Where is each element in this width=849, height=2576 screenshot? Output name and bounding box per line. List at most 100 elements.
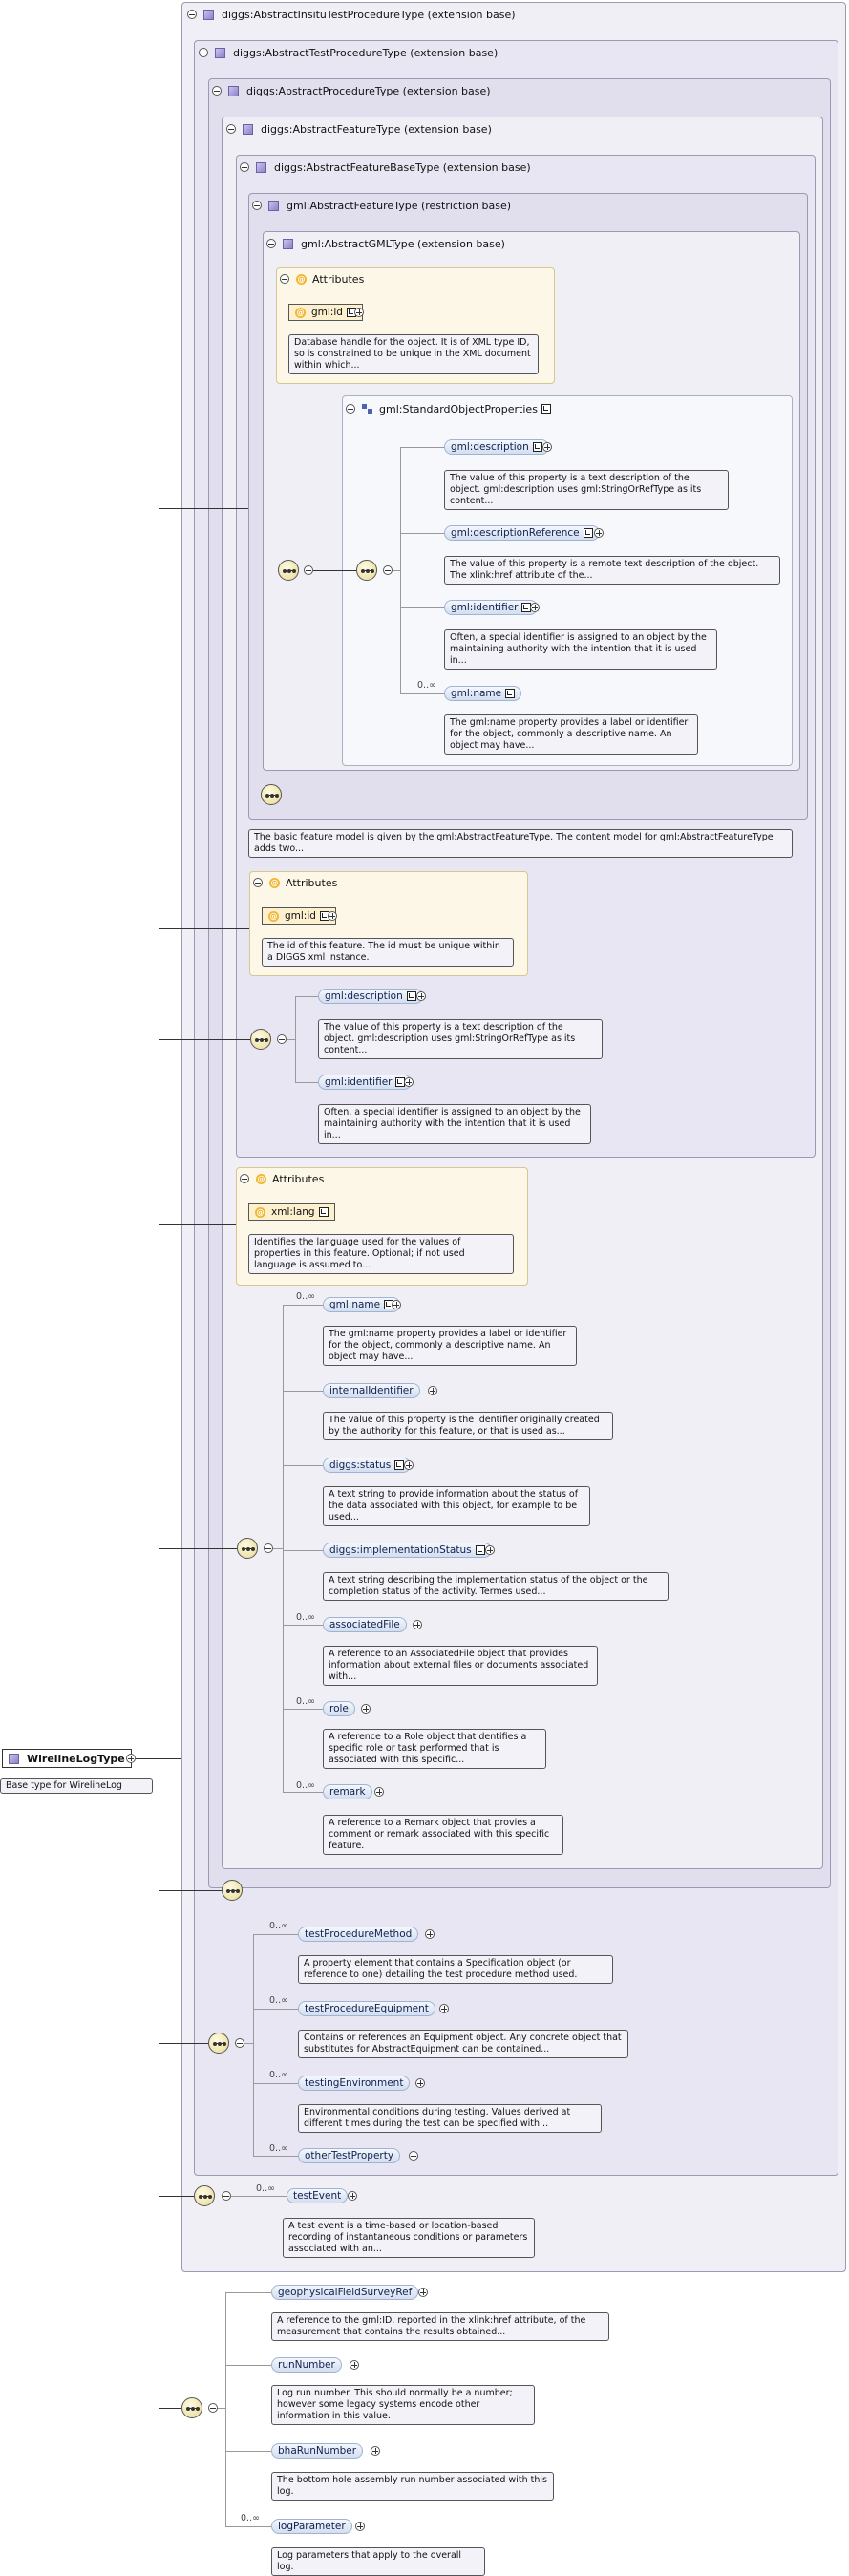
- cardinality-label: 0..∞: [256, 2183, 275, 2194]
- expand-icon[interactable]: [530, 603, 540, 612]
- internal-identifier-description: The value of this property is the identi…: [323, 1412, 613, 1440]
- collapse-icon[interactable]: [383, 565, 393, 575]
- expand-icon[interactable]: [328, 911, 337, 921]
- collapse-icon[interactable]: [346, 404, 355, 414]
- base-gml-identifier-description: Often, a special identifier is assigned …: [318, 1104, 591, 1144]
- collapse-icon[interactable]: [199, 48, 208, 57]
- expand-icon[interactable]: [126, 1754, 136, 1763]
- expand-icon[interactable]: [428, 1386, 437, 1395]
- reference-arrow-icon[interactable]: [505, 689, 516, 698]
- element-test-procedure-method[interactable]: testProcedureMethod: [298, 1927, 419, 1942]
- collapse-icon[interactable]: [253, 878, 263, 887]
- base-header-feature-base[interactable]: diggs:AbstractFeatureBaseType (extension…: [240, 160, 531, 175]
- element-run-number[interactable]: runNumber: [271, 2357, 342, 2373]
- collapse-icon[interactable]: [187, 10, 197, 19]
- reference-arrow-icon[interactable]: [541, 404, 551, 414]
- expand-icon[interactable]: [404, 1460, 414, 1470]
- reference-arrow-icon[interactable]: [583, 528, 593, 538]
- attributes-header-diggs[interactable]: @Attributes: [253, 875, 337, 890]
- collapse-icon[interactable]: [252, 201, 262, 210]
- element-gml-identifier[interactable]: gml:identifier: [444, 600, 539, 615]
- expand-icon[interactable]: [361, 1704, 371, 1714]
- cardinality-label: 0..∞: [417, 680, 436, 691]
- reference-arrow-icon[interactable]: [532, 442, 542, 452]
- test-event-description: A test event is a time-based or location…: [283, 2218, 535, 2258]
- feature-gml-name-description: The gml:name property provides a label o…: [323, 1326, 577, 1366]
- element-geophysical-field-survey-ref[interactable]: geophysicalFieldSurveyRef: [271, 2285, 419, 2300]
- expand-icon[interactable]: [374, 1787, 384, 1797]
- element-associated-file[interactable]: associatedFile: [323, 1617, 407, 1632]
- reference-arrow-icon[interactable]: [475, 1545, 485, 1555]
- collapse-icon[interactable]: [208, 2403, 218, 2413]
- base-header-test-procedure[interactable]: diggs:AbstractTestProcedureType (extensi…: [199, 45, 498, 60]
- expand-icon[interactable]: [355, 2522, 365, 2531]
- standard-object-properties-header[interactable]: gml:StandardObjectProperties: [346, 401, 551, 416]
- expand-icon[interactable]: [542, 442, 552, 452]
- collapse-icon[interactable]: [212, 86, 222, 96]
- expand-icon[interactable]: [485, 1545, 495, 1555]
- element-internal-identifier[interactable]: internalIdentifier: [323, 1383, 420, 1398]
- expand-icon[interactable]: [350, 2360, 359, 2370]
- element-test-procedure-equipment[interactable]: testProcedureEquipment: [298, 2001, 435, 2016]
- base-header-insitu[interactable]: diggs:AbstractInsituTestProcedureType (e…: [187, 7, 516, 22]
- reference-arrow-icon[interactable]: [318, 1207, 329, 1217]
- collapse-icon[interactable]: [266, 239, 276, 248]
- element-testing-environment[interactable]: testingEnvironment: [298, 2076, 411, 2091]
- collapse-icon[interactable]: [277, 1034, 287, 1044]
- sequence-icon: [181, 2397, 202, 2418]
- role-description: A reference to a Role object that dentif…: [323, 1729, 546, 1769]
- collapse-icon[interactable]: [280, 274, 289, 284]
- element-base-gml-description[interactable]: gml:description: [318, 989, 423, 1004]
- expand-icon[interactable]: [418, 2288, 428, 2297]
- element-role[interactable]: role: [323, 1701, 355, 1716]
- collapse-icon[interactable]: [304, 565, 313, 575]
- expand-icon[interactable]: [416, 991, 426, 1001]
- expand-icon[interactable]: [425, 1929, 435, 1939]
- element-test-event[interactable]: testEvent: [287, 2188, 349, 2203]
- reference-arrow-icon[interactable]: [406, 991, 416, 1001]
- expand-icon[interactable]: [354, 308, 364, 317]
- base-header-gml-type[interactable]: gml:AbstractGMLType (extension base): [266, 236, 505, 251]
- base-header-diggs-feature[interactable]: diggs:AbstractFeatureType (extension bas…: [226, 121, 492, 137]
- complex-type-icon: [215, 47, 225, 58]
- element-log-parameter[interactable]: logParameter: [271, 2519, 352, 2534]
- sequence-icon: [261, 784, 282, 805]
- element-bha-run-number[interactable]: bhaRunNumber: [271, 2443, 364, 2459]
- element-gml-name[interactable]: gml:name: [444, 686, 522, 701]
- expand-icon[interactable]: [413, 1620, 422, 1629]
- base-label: diggs:AbstractTestProcedureType (extensi…: [233, 46, 499, 59]
- element-gml-description-reference[interactable]: gml:descriptionReference: [444, 525, 600, 541]
- base-header-gml-feature[interactable]: gml:AbstractFeatureType (restriction bas…: [252, 198, 511, 213]
- collapse-icon[interactable]: [240, 1174, 249, 1183]
- attributes-header-gml[interactable]: @Attributes: [280, 271, 364, 287]
- collapse-icon[interactable]: [240, 162, 249, 172]
- element-base-gml-identifier[interactable]: gml:identifier: [318, 1075, 413, 1090]
- element-feature-gml-name[interactable]: gml:name: [323, 1297, 401, 1312]
- attribute-xml-lang[interactable]: @xml:lang: [248, 1203, 335, 1221]
- attributes-label: Attributes: [272, 1172, 325, 1185]
- collapse-icon[interactable]: [264, 1543, 273, 1553]
- collapse-icon[interactable]: [235, 2038, 244, 2048]
- element-diggs-status[interactable]: diggs:status: [323, 1458, 412, 1473]
- attributes-header-xml-lang[interactable]: @Attributes: [240, 1171, 324, 1186]
- element-remark[interactable]: remark: [323, 1784, 372, 1799]
- collapse-icon[interactable]: [222, 2191, 231, 2201]
- expand-icon[interactable]: [594, 528, 604, 538]
- expand-icon[interactable]: [348, 2191, 357, 2201]
- expand-icon[interactable]: [415, 2078, 425, 2088]
- attribute-gml-id[interactable]: @gml:id: [288, 304, 363, 321]
- expand-icon[interactable]: [409, 2151, 418, 2161]
- base-header-procedure[interactable]: diggs:AbstractProcedureType (extension b…: [212, 83, 491, 98]
- root-type-wireline-log-type[interactable]: WirelineLogType: [2, 1749, 132, 1768]
- reference-arrow-icon[interactable]: [394, 1460, 405, 1470]
- collapse-icon[interactable]: [226, 124, 236, 134]
- element-implementation-status[interactable]: diggs:implementationStatus: [323, 1543, 492, 1558]
- expand-icon[interactable]: [392, 1300, 401, 1309]
- expand-icon[interactable]: [404, 1077, 414, 1087]
- element-other-test-property[interactable]: otherTestProperty: [298, 2148, 401, 2163]
- expand-icon[interactable]: [371, 2446, 380, 2456]
- element-gml-description[interactable]: gml:description: [444, 439, 549, 455]
- expand-icon[interactable]: [439, 2004, 449, 2013]
- attribute-diggs-gml-id[interactable]: @gml:id: [262, 907, 336, 925]
- diggs-status-description: A text string to provide information abo…: [323, 1486, 590, 1526]
